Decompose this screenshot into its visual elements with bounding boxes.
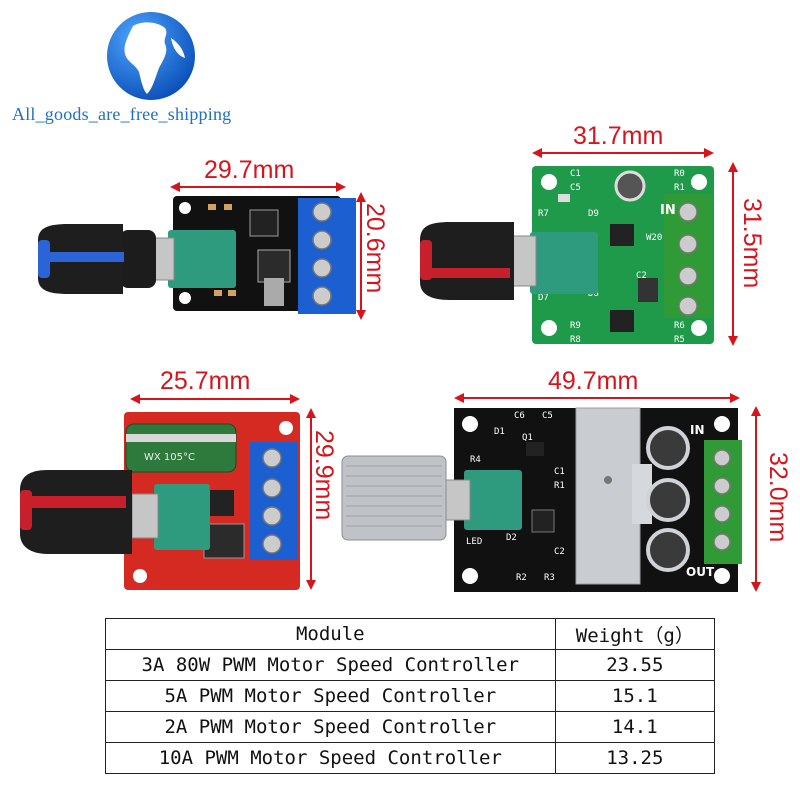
silk-c1: C1 — [570, 169, 581, 179]
table-header-module: Module — [105, 618, 556, 650]
silk-r0: R0 — [674, 169, 685, 179]
table-cell-module: 2A PWM Motor Speed Controller — [105, 711, 556, 743]
globe-icon — [107, 12, 195, 100]
silk-c1-br: C1 — [554, 467, 565, 477]
table-header-weight: Weight（g） — [554, 618, 716, 650]
dim-arrow-v-bottom-right — [751, 406, 761, 592]
table-cell-module: 10A PWM Motor Speed Controller — [105, 742, 556, 774]
silk-out-br: OUT — [686, 565, 715, 579]
dim-arrow-h-bottom-left — [130, 394, 300, 404]
module-top-left — [38, 196, 356, 314]
silk-led: LED — [466, 537, 482, 547]
silk-d1: D1 — [494, 427, 505, 437]
dim-arrow-v-top-left — [356, 192, 366, 320]
dim-arrow-v-bottom-left — [306, 408, 316, 590]
silk-r8: R8 — [570, 335, 581, 345]
dim-arrow-h-top-left — [170, 182, 346, 192]
silk-c2: C2 — [636, 271, 647, 281]
silk-r1-br: R1 — [554, 481, 565, 491]
silk-r6: R6 — [674, 321, 685, 331]
table-cell-weight: 15.1 — [554, 680, 716, 712]
silk-code: W20 — [646, 233, 662, 243]
silk-c5: C5 — [570, 183, 581, 193]
table-cell-module: 5A PWM Motor Speed Controller — [105, 680, 556, 712]
silk-q1: Q1 — [522, 433, 533, 443]
dim-arrow-v-top-right — [728, 162, 738, 346]
silk-d7: D7 — [538, 293, 549, 303]
silk-r7: R7 — [538, 209, 549, 219]
dim-width-bottom-left: 25.7mm — [160, 367, 251, 395]
silk-d9: D9 — [588, 209, 599, 219]
silk-r9: R9 — [570, 321, 581, 331]
silk-d2: D2 — [506, 533, 517, 543]
table-cell-weight: 14.1 — [554, 711, 716, 743]
table-cell-weight: 23.55 — [554, 649, 716, 681]
silk-r5: R5 — [674, 335, 685, 345]
module-bottom-right: IN OUT C6 C5 D1 Q1 R4 C1 R1 LED D2 C2 R2… — [341, 407, 742, 592]
table-row: 10A PWM Motor Speed Controller 13.25 — [105, 742, 716, 774]
silk-c5-br: C5 — [542, 411, 553, 421]
dim-arrow-h-bottom-right — [454, 393, 740, 403]
weight-table: Module Weight（g） 3A 80W PWM Motor Speed … — [105, 618, 716, 774]
table-header-row: Module Weight（g） — [105, 618, 716, 650]
table-row: 5A PWM Motor Speed Controller 15.1 — [105, 680, 716, 712]
silk-c6: C6 — [514, 411, 525, 421]
silk-in-br: IN — [690, 423, 705, 437]
dim-width-bottom-right: 49.7mm — [548, 367, 639, 395]
module-bottom-left: WX 105°C — [20, 412, 300, 590]
table-row: 3A 80W PWM Motor Speed Controller 23.55 — [105, 649, 716, 681]
table-cell-module: 3A 80W PWM Motor Speed Controller — [105, 649, 556, 681]
table-cell-weight: 13.25 — [554, 742, 716, 774]
silk-in: IN — [660, 203, 676, 218]
module-top-right: C1 C5 R0 R1 R7 D9 W20 C2 D7 D8 R9 R8 R6 … — [420, 166, 714, 345]
dim-arrow-h-top-right — [532, 148, 714, 158]
brand-logo — [107, 12, 195, 100]
silk-r2: R2 — [516, 573, 527, 583]
silk-r3: R3 — [544, 573, 555, 583]
dim-height-top-right: 31.5mm — [738, 198, 766, 289]
brand-text: All_goods_are_free_shipping — [12, 104, 232, 124]
silk-r1: R1 — [674, 183, 685, 193]
dim-height-bottom-right: 32.0mm — [764, 452, 792, 543]
silk-c2-br: C2 — [554, 547, 565, 557]
cap-label: WX 105°C — [144, 452, 195, 463]
dim-width-top-left: 29.7mm — [204, 156, 295, 184]
table-row: 2A PWM Motor Speed Controller 14.1 — [105, 711, 716, 743]
silk-r4: R4 — [470, 455, 481, 465]
dim-width-top-right: 31.7mm — [573, 122, 664, 150]
